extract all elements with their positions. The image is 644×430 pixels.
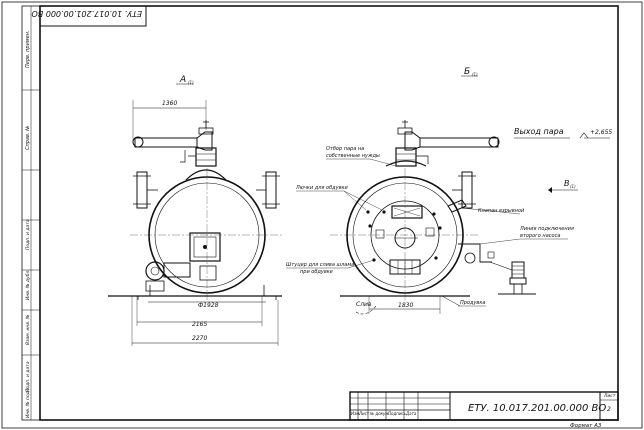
designation: ЕТУ. 10.017.201.00.000 ВО bbox=[468, 403, 606, 414]
margin-inv-podl: Инв. № подл. bbox=[25, 387, 31, 418]
title-block: Изм. Лист № докум. Подпись Дата ЕТУ. 10.… bbox=[349, 391, 619, 429]
view-a-label: А bbox=[179, 75, 186, 85]
format-label: Формат А3 bbox=[570, 423, 602, 429]
view-b: Б (1) Выход пара +2,655 В (1) bbox=[330, 67, 612, 315]
margin-podp-data-1: Подп. и дата bbox=[25, 219, 31, 250]
sheet-label: Лист bbox=[603, 393, 616, 399]
callout-sludge-2: при обдувке bbox=[300, 269, 333, 275]
callout-hatches: Лючки для обдувки bbox=[295, 185, 349, 191]
view-b-scale: (1) bbox=[472, 72, 478, 77]
view-b-label: Б bbox=[464, 67, 470, 77]
callout-explosion-valve: Клапан взрывной bbox=[478, 208, 525, 214]
view-v-scale: (1) bbox=[570, 184, 576, 189]
margin-vzam-inv: Взам. инв. № bbox=[25, 314, 31, 345]
margin-sprav: Справ. № bbox=[25, 126, 31, 150]
elevation-mark: +2,655 bbox=[590, 129, 612, 136]
callout-pump-line-1: Линия подключения bbox=[519, 226, 574, 232]
view-a: А (1) 1360 bbox=[108, 75, 284, 346]
callout-drain: Слив bbox=[356, 301, 372, 308]
steam-outlet-label: Выход пара bbox=[514, 127, 564, 136]
callout-blowdown: Продувка bbox=[460, 300, 485, 306]
margin-podp-data-2: Подп. и дата bbox=[25, 361, 31, 392]
callout-steam-takeoff-1: Отбор пара на bbox=[326, 146, 364, 152]
dim-1928: Ф1928 bbox=[198, 302, 219, 309]
callout-pump-line-2: второго насоса bbox=[520, 233, 560, 239]
view-a-scale: (1) bbox=[188, 80, 194, 85]
callout-sludge-1: Штуцер для слива шлама bbox=[286, 262, 354, 268]
callout-steam-takeoff-2: собственные нужды bbox=[326, 153, 380, 159]
col-list: Лист bbox=[358, 411, 370, 416]
top-stamp-text: ЕТУ. 10.017.201.00.000 ВО bbox=[31, 9, 142, 18]
dim-1360: 1360 bbox=[162, 100, 177, 107]
view-b-callouts: Отбор пара на собственные нужды Лючки дл… bbox=[286, 146, 574, 308]
col-izm: Изм. bbox=[351, 411, 360, 416]
col-doc: № докум. bbox=[369, 411, 390, 416]
col-podp: Подпись bbox=[388, 411, 407, 416]
left-margin-strip: Перв. примен. Справ. № Подп. и дата Инв.… bbox=[21, 5, 41, 421]
inner-frame bbox=[39, 5, 619, 421]
view-v-label: В bbox=[564, 179, 570, 188]
sheet-number: 2 bbox=[607, 406, 611, 413]
dim-2165: 2165 bbox=[192, 321, 207, 328]
dim-2270: 2270 bbox=[192, 335, 207, 342]
margin-inv-dubl: Инв. № дубл. bbox=[25, 269, 31, 300]
top-stamp: ЕТУ. 10.017.201.00.000 ВО bbox=[31, 5, 147, 27]
col-data: Дата bbox=[405, 411, 417, 416]
margin-perv: Перв. примен. bbox=[25, 30, 31, 68]
dim-1830: 1830 bbox=[398, 302, 413, 309]
